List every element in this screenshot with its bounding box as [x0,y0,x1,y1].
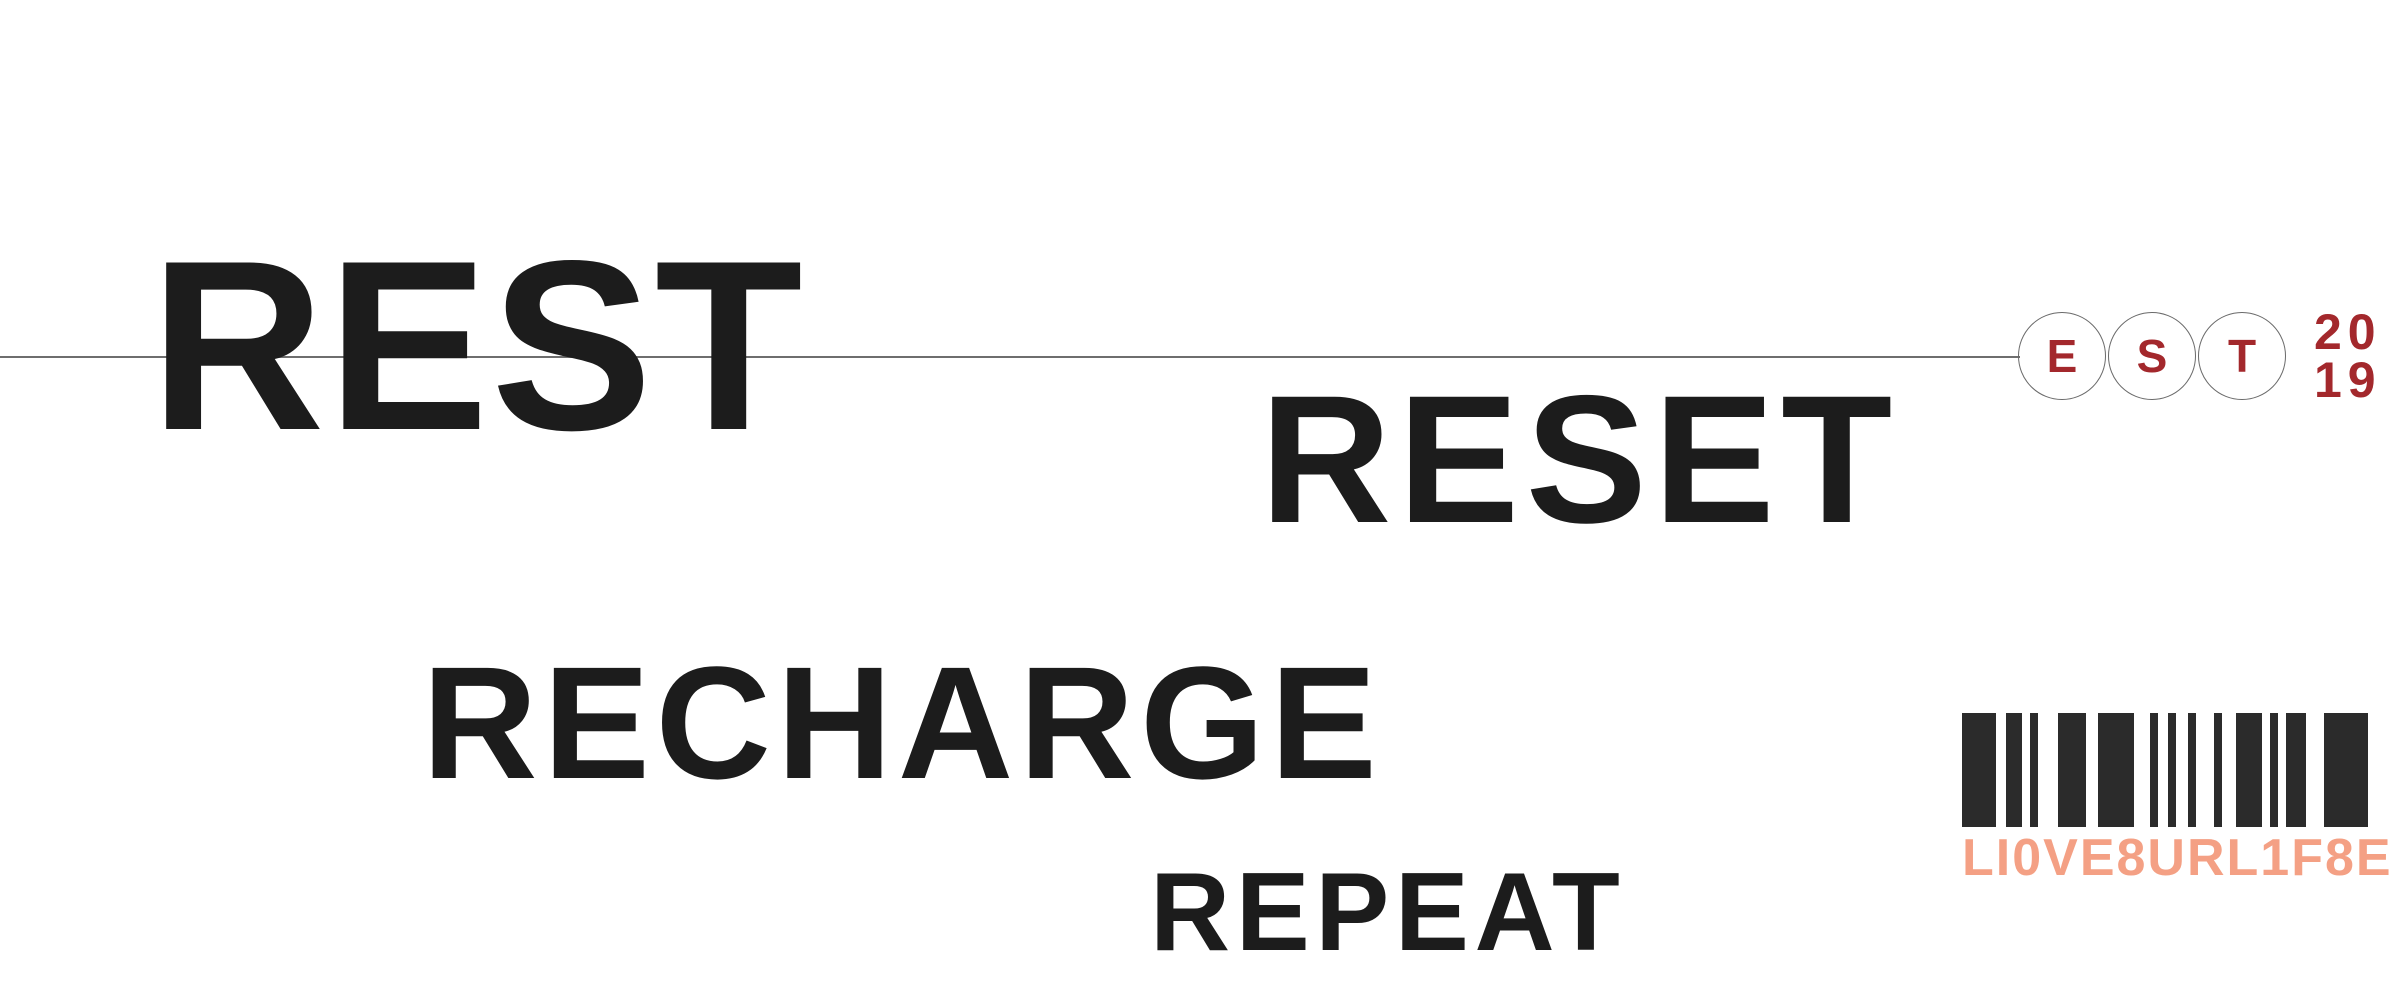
year-bottom: 19 [2314,352,2382,408]
word-recharge: RECHARGE [422,633,1383,812]
barcode-bar [2150,713,2158,827]
barcode-bar [2270,713,2278,827]
barcode-bar [2098,713,2134,827]
barcode-code-text: LI0VE8URL1F8E [1962,829,2393,887]
word-repeat: REPEAT [1150,850,1626,974]
word-reset: RESET [1260,357,1899,561]
barcode-bar [2030,713,2038,827]
est-circle-e: E [2018,312,2106,400]
est-letter-e: E [2046,330,2078,382]
est-letter-t: T [2227,330,2257,382]
barcode-bar [2236,713,2262,827]
barcode-bar [2286,713,2306,827]
established-year: 20 19 [2314,307,2382,405]
horizontal-rule [0,356,2020,358]
barcode-bar [2214,713,2222,827]
barcode-graphic [1962,713,2368,827]
est-circle-s: S [2108,312,2196,400]
barcode-bar [2188,713,2196,827]
est-letter-s: S [2136,330,2168,382]
est-circle-t: T [2198,312,2286,400]
year-top: 20 [2314,304,2382,360]
est-badge: E S T [2018,312,2288,402]
barcode-bar [2058,713,2086,827]
barcode-bar [2006,713,2022,827]
barcode-bar [1962,713,1996,827]
barcode-bar [2168,713,2176,827]
barcode-bar [2324,713,2368,827]
word-rest: REST [150,211,806,481]
